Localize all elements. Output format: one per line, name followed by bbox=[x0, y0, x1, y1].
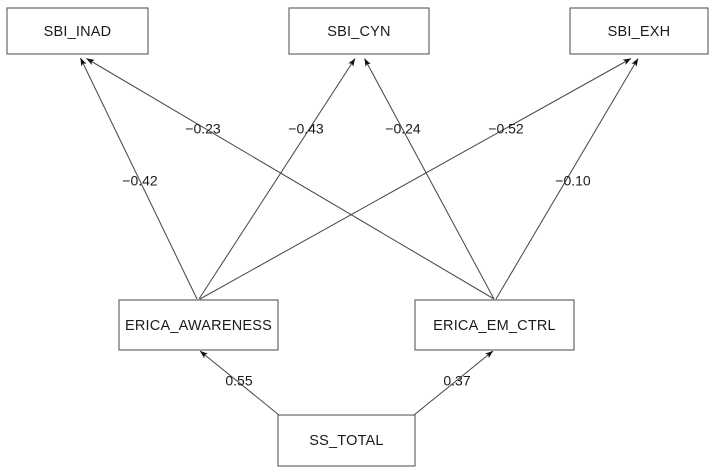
edge-awareness-to-exh: −0.52 bbox=[199, 58, 632, 300]
node-label-ss-total: SS_TOTAL bbox=[309, 433, 383, 449]
edge-sstotal-to-emctrl: 0.37 bbox=[413, 350, 494, 416]
edge-label-sstotal-emctrl: 0.37 bbox=[443, 373, 470, 389]
node-sbi-inad[interactable]: SBI_INAD bbox=[6, 7, 149, 55]
edge-line-emctrl-inad bbox=[86, 58, 495, 300]
edge-label-emctrl-exh: −0.10 bbox=[555, 173, 591, 189]
edge-emctrl-to-cyn: −0.24 bbox=[364, 58, 495, 300]
edge-line-awareness-exh bbox=[199, 58, 632, 300]
node-label-sbi-exh: SBI_EXH bbox=[608, 24, 671, 40]
edge-emctrl-to-exh: −0.10 bbox=[495, 58, 639, 300]
edge-awareness-to-inad: −0.42 bbox=[80, 57, 198, 300]
node-label-sbi-cyn: SBI_CYN bbox=[327, 24, 390, 40]
node-sbi-exh[interactable]: SBI_EXH bbox=[569, 7, 709, 55]
node-ss-total[interactable]: SS_TOTAL bbox=[277, 414, 416, 467]
node-label-erica-awareness: ERICA_AWARENESS bbox=[125, 318, 272, 334]
edge-line-emctrl-cyn bbox=[364, 58, 495, 300]
edge-sstotal-to-awareness: 0.55 bbox=[199, 350, 280, 416]
edge-label-emctrl-inad: −0.23 bbox=[185, 121, 221, 137]
node-box-sbi-exh[interactable] bbox=[569, 7, 709, 55]
edge-line-sstotal-emctrl bbox=[413, 350, 494, 416]
node-box-ss-total[interactable] bbox=[277, 414, 416, 467]
edge-line-awareness-inad bbox=[80, 57, 198, 300]
edge-label-awareness-exh: −0.52 bbox=[488, 121, 524, 137]
edge-label-awareness-inad: −0.42 bbox=[122, 173, 158, 189]
node-label-erica-em-ctrl: ERICA_EM_CTRL bbox=[433, 318, 556, 334]
node-box-erica-em-ctrl[interactable] bbox=[414, 299, 575, 351]
edge-emctrl-to-inad: −0.23 bbox=[86, 58, 495, 300]
edge-awareness-to-cyn: −0.43 bbox=[198, 58, 356, 300]
node-box-sbi-cyn[interactable] bbox=[288, 7, 430, 55]
edge-line-awareness-cyn bbox=[198, 58, 356, 300]
node-sbi-cyn[interactable]: SBI_CYN bbox=[288, 7, 430, 55]
edge-line-emctrl-exh bbox=[495, 58, 639, 300]
node-label-sbi-inad: SBI_INAD bbox=[44, 24, 112, 40]
node-box-sbi-inad[interactable] bbox=[6, 7, 149, 55]
edge-label-emctrl-cyn: −0.24 bbox=[385, 121, 421, 137]
node-erica-awareness[interactable]: ERICA_AWARENESS bbox=[118, 299, 279, 351]
node-box-erica-awareness[interactable] bbox=[118, 299, 279, 351]
node-erica-em-ctrl[interactable]: ERICA_EM_CTRL bbox=[414, 299, 575, 351]
edge-label-sstotal-awareness: 0.55 bbox=[225, 373, 252, 389]
edge-label-awareness-cyn: −0.43 bbox=[288, 121, 324, 137]
edge-line-sstotal-awareness bbox=[199, 350, 280, 416]
